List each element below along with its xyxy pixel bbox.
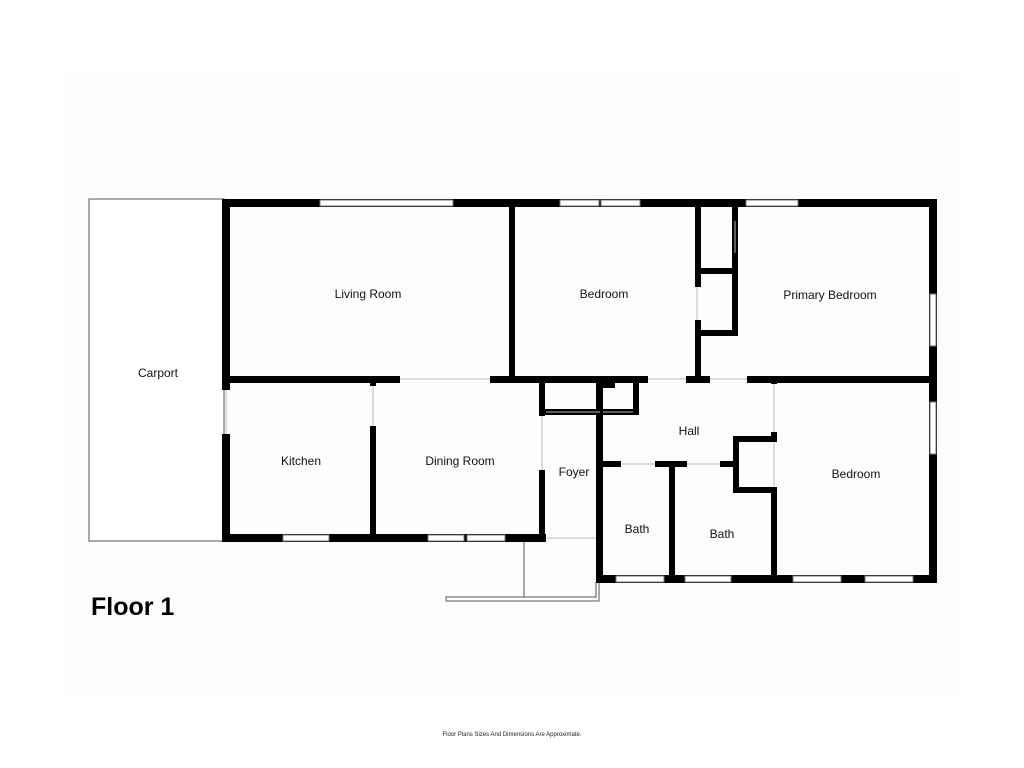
- walls: [222, 199, 937, 583]
- wall-left-bottom: [222, 434, 230, 542]
- wall-bed-primary-lower: [695, 320, 701, 383]
- window-primary-right: [929, 293, 937, 347]
- wall-bath-top-left: [603, 461, 621, 467]
- carport-outline: [88, 198, 225, 542]
- wall-right: [929, 199, 937, 582]
- label-hall: Hall: [679, 424, 700, 438]
- label-dining-room: Dining Room: [425, 454, 494, 468]
- label-bedroom-rear: Bedroom: [832, 467, 881, 481]
- windows: [282, 199, 937, 583]
- window-bedroom-b: [600, 199, 641, 207]
- wall-closet-right: [732, 199, 738, 336]
- window-bath-1: [615, 575, 665, 583]
- wall-closet-hall-top: [733, 436, 777, 442]
- window-kitchen: [282, 534, 330, 542]
- window-dining-b: [466, 534, 506, 542]
- window-bedroom-a: [559, 199, 600, 207]
- wall-bottom-left: [222, 534, 546, 542]
- window-primary-top: [745, 199, 799, 207]
- wall-closet-foyer-c: [603, 376, 615, 388]
- label-bath-1: Bath: [625, 522, 650, 536]
- wall-bottom-right: [596, 575, 937, 583]
- entry-step-inner: [524, 582, 597, 598]
- wall-foyer-right: [596, 376, 603, 583]
- wall-mid-center: [490, 376, 603, 383]
- wall-closet-hall-bottom: [733, 487, 777, 493]
- label-bedroom-front: Bedroom: [580, 287, 629, 301]
- wall-mid-hall: [603, 376, 648, 383]
- window-rear-b: [864, 575, 914, 583]
- wall-bed-primary-upper: [695, 199, 701, 287]
- wall-mid-left: [222, 376, 400, 383]
- label-living-room: Living Room: [335, 287, 402, 301]
- window-living: [319, 199, 454, 207]
- wall-mid-far: [747, 376, 937, 383]
- window-dining-a: [427, 534, 465, 542]
- door-openings: [225, 221, 775, 539]
- wall-rear-bedroom: [771, 376, 777, 384]
- wall-closet-mid: [695, 268, 738, 274]
- label-primary-bedroom: Primary Bedroom: [783, 288, 876, 302]
- floor-title: Floor 1: [91, 593, 175, 621]
- entry-step-outline: [445, 540, 600, 602]
- label-kitchen: Kitchen: [281, 454, 321, 468]
- label-carport: Carport: [138, 366, 179, 380]
- label-foyer: Foyer: [559, 465, 590, 479]
- wall-foyer-left-low: [539, 470, 545, 542]
- wall-left-top: [222, 199, 230, 390]
- window-rear-right: [929, 401, 937, 455]
- disclaimer-text: Floor Plans Sizes And Dimensions Are App…: [442, 732, 582, 738]
- wall-foyer-left: [539, 376, 545, 416]
- wall-kitchen-dining: [370, 426, 376, 542]
- wall-living-bedroom: [509, 199, 515, 383]
- label-bath-2: Bath: [710, 527, 735, 541]
- window-bath-2: [684, 575, 732, 583]
- wall-rear-bedroom-v: [771, 487, 777, 583]
- window-rear-a: [792, 575, 842, 583]
- wall-bath-divider: [669, 461, 675, 583]
- wall-kitchen-dining-top: [370, 376, 376, 386]
- wall-closet-foyer-v: [633, 376, 639, 415]
- wall-bath-top-right: [720, 461, 739, 467]
- wall-closet-bottom: [695, 330, 738, 336]
